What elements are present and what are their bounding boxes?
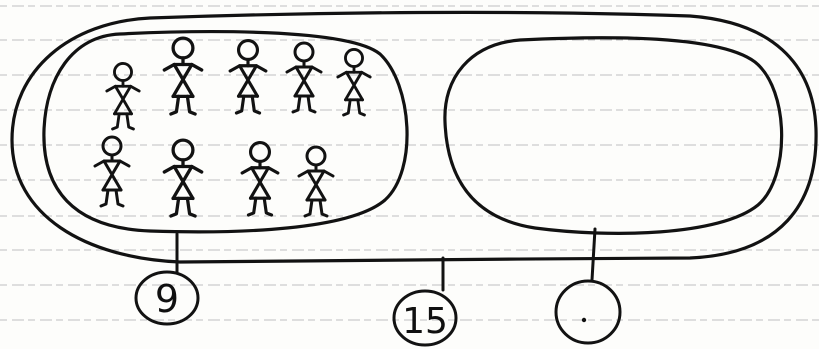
stick-figure-icon: [287, 43, 321, 112]
dot-mark: [582, 318, 586, 322]
stick-figure-icon: [338, 49, 370, 115]
part-right-outline: [445, 38, 782, 234]
whole-value: 15: [402, 301, 448, 342]
figures-group: [95, 38, 370, 216]
stick-figure-icon: [164, 140, 201, 216]
part-left-outline: [44, 32, 407, 232]
stick-figure-icon: [107, 63, 139, 129]
stick-figure-icon: [95, 137, 129, 206]
stick-figure-icon: [242, 143, 278, 215]
stick-figure-icon: [164, 38, 201, 114]
whole-label-circle: 15: [394, 291, 456, 345]
part-left-value: 9: [155, 277, 179, 321]
part-left-label-circle: 9: [136, 272, 198, 324]
part-right-label-circle: [556, 281, 620, 343]
whole-outline: [12, 12, 816, 262]
part-right-connector: [592, 229, 595, 280]
stick-figure-icon: [299, 147, 333, 216]
stick-figure-icon: [230, 41, 266, 113]
